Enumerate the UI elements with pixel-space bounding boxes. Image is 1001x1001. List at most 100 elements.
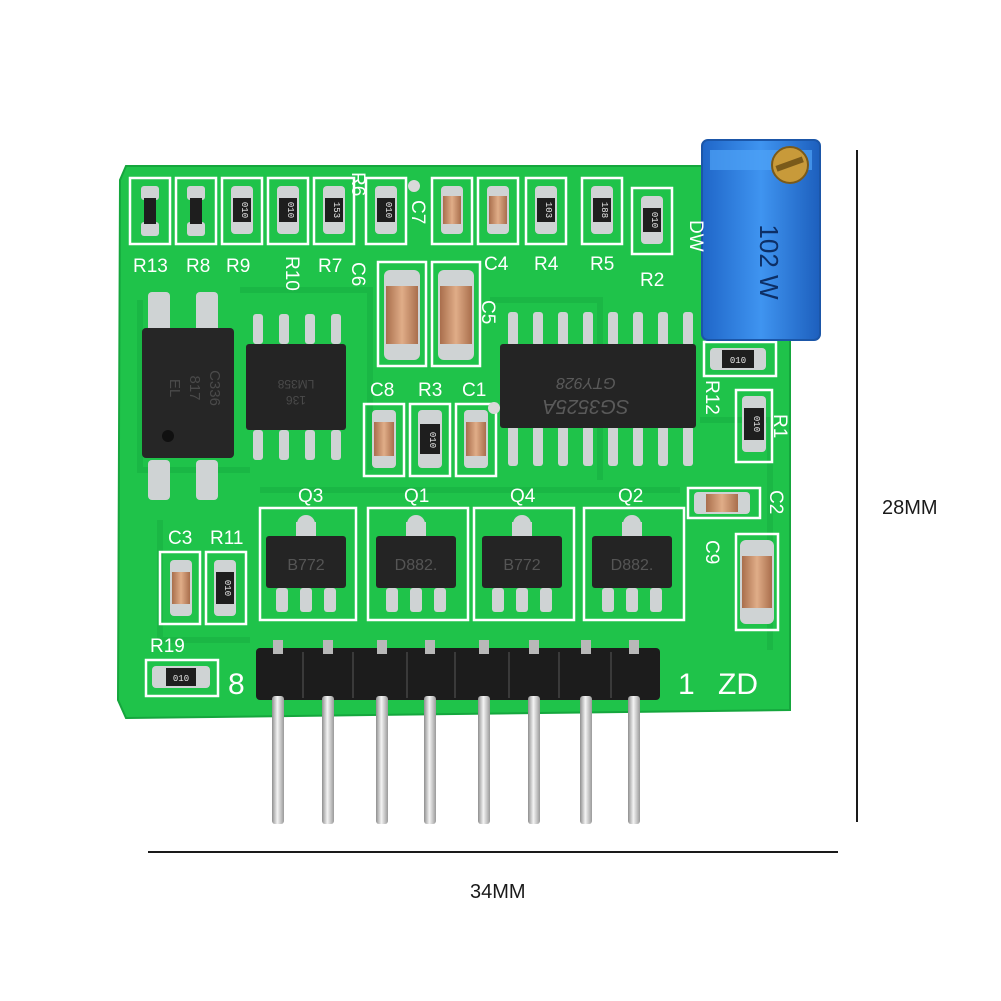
smd-lower-left: 010 010 [152,560,236,688]
pwm-pin [533,312,543,346]
optocoupler-chip: EL 817 C336 [142,292,234,500]
label-c9: C9 [701,540,722,564]
header-pin [376,696,388,824]
transistor-tab [512,522,532,538]
label-c4: C4 [484,254,509,275]
label-c3: C3 [168,528,192,549]
r7-mark: 153 [331,202,341,218]
r12-mark: 010 [730,356,746,366]
r1-mark: 010 [751,416,761,432]
r5-mark: 188 [599,202,609,218]
label-r10: R10 [281,256,302,291]
header-pin-top [479,640,489,654]
header-pin-top [629,640,639,654]
transistor-body [376,536,456,588]
pwm-pin [658,312,668,346]
header-pin-top [273,640,283,654]
r6-mark: 010 [383,202,393,218]
label-r5: R5 [590,254,614,275]
transistor-tab [296,522,316,538]
transistor-body [592,536,672,588]
transistor-tab [622,522,642,538]
opamp-mark-1: LM358 [277,377,314,391]
label-c1: C1 [462,380,486,401]
opamp-mark-2: 136 [286,393,306,407]
header-pin-top [581,640,591,654]
pwm-pin [508,312,518,346]
transistor-lead [410,588,422,612]
pot-mark: 102 W [754,224,784,300]
label-dw: DW [685,220,706,252]
r10-mark: 010 [285,202,295,218]
transistor-lead [324,588,336,612]
header-pin-top [323,640,333,654]
pwm-pin [508,426,518,466]
label-pin1: 1 [678,668,695,701]
label-r8: R8 [186,256,210,277]
silkscreen-labels: R13 R8 R9 R10 R7 R6 C7 C6 C4 R4 R5 R2 DW… [133,172,790,701]
pwm-pin [658,426,668,466]
transistor-lead [516,588,528,612]
label-zd: ZD [718,668,758,701]
label-r13: R13 [133,256,168,277]
label-q2: Q2 [618,486,643,507]
r9-mark: 010 [239,202,249,218]
q4-mark: B772 [503,557,540,574]
potentiometer: 102 W [701,139,821,341]
header-pin-top [529,640,539,654]
label-pin8: 8 [228,668,245,701]
r4-mark: 103 [543,202,553,218]
opamp-chip: LM358 136 [246,314,346,460]
pwm-pin [558,426,568,466]
transistor-lead [386,588,398,612]
label-c5: C5 [477,300,498,324]
label-r12: R12 [701,380,722,415]
pwm-mark-2: GTY928 [556,374,616,391]
header-pin [424,696,436,824]
transistors: B772 D882. B772 D882. [266,515,672,612]
transistor-lead [540,588,552,612]
pwm-pin [608,426,618,466]
header-pin [628,696,640,824]
header-pin-top [377,640,387,654]
smd-top-row [141,186,663,244]
r2-mark: 010 [649,212,659,228]
q3-mark: B772 [287,557,324,574]
opto-mark-2: 817 [186,375,203,400]
pwm-pin [633,312,643,346]
opto-mark-3: C336 [206,370,223,406]
pwm-pin [583,312,593,346]
label-q3: Q3 [298,486,323,507]
transistor-body [482,536,562,588]
transistor-lead [276,588,288,612]
pwm-controller-chip: SG3525A GTY928 [500,312,696,466]
r11-mark: 010 [222,580,232,596]
label-r19: R19 [150,636,185,657]
pin-header [256,640,660,824]
label-r11: R11 [210,528,243,549]
smd-right: 010 010 [694,348,774,624]
transistor-lead [300,588,312,612]
header-pin [272,696,284,824]
label-c7: C7 [407,200,428,224]
label-c8: C8 [370,380,394,401]
label-r4: R4 [534,254,559,275]
pwm-pin [683,426,693,466]
capacitors-mid: 010 [372,180,500,468]
label-r1: R1 [769,414,790,438]
header-pin-top [425,640,435,654]
opto-mark-1: EL [166,379,183,397]
q2-mark: D882. [611,557,654,574]
transistor-lead [492,588,504,612]
transistor-tab [406,522,426,538]
height-dimension-label: 28MM [882,497,938,519]
label-r2: R2 [640,270,664,291]
smd-marks-top: 010 010 153 010 103 188 010 [239,202,659,228]
label-c2: C2 [765,490,786,514]
label-r7: R7 [318,256,342,277]
label-r3: R3 [418,380,442,401]
header-pin [478,696,490,824]
header-pin [322,696,334,824]
transistor-lead [626,588,638,612]
